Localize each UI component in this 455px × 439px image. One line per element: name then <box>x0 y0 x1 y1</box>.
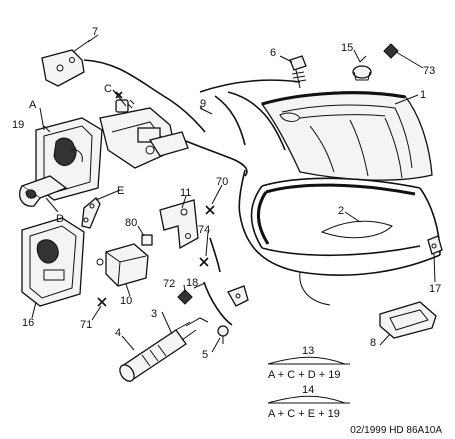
callout-70: 70 <box>216 176 228 188</box>
car-body-outline <box>199 79 441 306</box>
callout-15: 15 <box>341 42 353 54</box>
callout-72: 72 <box>163 278 175 290</box>
part-d-key <box>19 175 68 207</box>
leader-lines <box>31 34 436 353</box>
callout-e: E <box>117 185 124 197</box>
callout-3: 3 <box>151 308 157 320</box>
callout-73: 73 <box>423 65 435 77</box>
part-10-actuator <box>96 243 149 287</box>
part-73-plug <box>383 43 399 59</box>
part-17-clip <box>427 235 443 255</box>
callout-5: 5 <box>202 349 208 361</box>
callout-71: 71 <box>80 319 92 331</box>
lock-mechanism <box>99 107 189 169</box>
callout-a: A <box>29 99 37 111</box>
formula-14-expression: A + C + E + 19 <box>268 408 340 420</box>
part-11-bracket <box>159 199 199 250</box>
callout-4: 4 <box>115 327 121 339</box>
part-6-screw <box>289 55 307 89</box>
part-4-gas-strut <box>119 317 209 382</box>
part-5-bolt <box>217 325 229 344</box>
callout-c: C <box>104 83 112 95</box>
callout-19: 19 <box>12 119 24 131</box>
part-16-badge-housing <box>21 217 85 307</box>
callout-1: 1 <box>420 89 426 101</box>
callout-16: 16 <box>22 317 34 329</box>
part-7-hinge <box>41 39 91 87</box>
part-8-striker <box>379 301 437 339</box>
callout-13: 13 <box>302 345 314 357</box>
x-markers <box>97 91 215 307</box>
formula-block <box>267 356 350 404</box>
callout-10: 10 <box>120 295 132 307</box>
callout-80: 80 <box>125 217 137 229</box>
callout-6: 6 <box>270 47 276 59</box>
callout-d: D <box>56 213 64 225</box>
drawing-reference: 02/1999 HD 86A10A <box>350 425 442 436</box>
callout-11: 11 <box>180 187 191 199</box>
part-e-bracket <box>81 197 101 229</box>
callout-74: 74 <box>198 224 210 236</box>
callout-8: 8 <box>370 337 376 349</box>
part-18-rod <box>203 237 249 326</box>
part-15-bumper-stop <box>352 55 372 81</box>
callout-14: 14 <box>302 384 314 396</box>
callout-17: 17 <box>429 283 441 295</box>
formula-13-expression: A + C + D + 19 <box>268 369 340 381</box>
part-72-block <box>177 289 193 305</box>
part-80-spacer <box>141 234 153 246</box>
callout-7: 7 <box>92 26 98 38</box>
callout-18: 18 <box>186 277 198 289</box>
callout-2: 2 <box>338 205 344 217</box>
callout-9: 9 <box>200 98 206 110</box>
